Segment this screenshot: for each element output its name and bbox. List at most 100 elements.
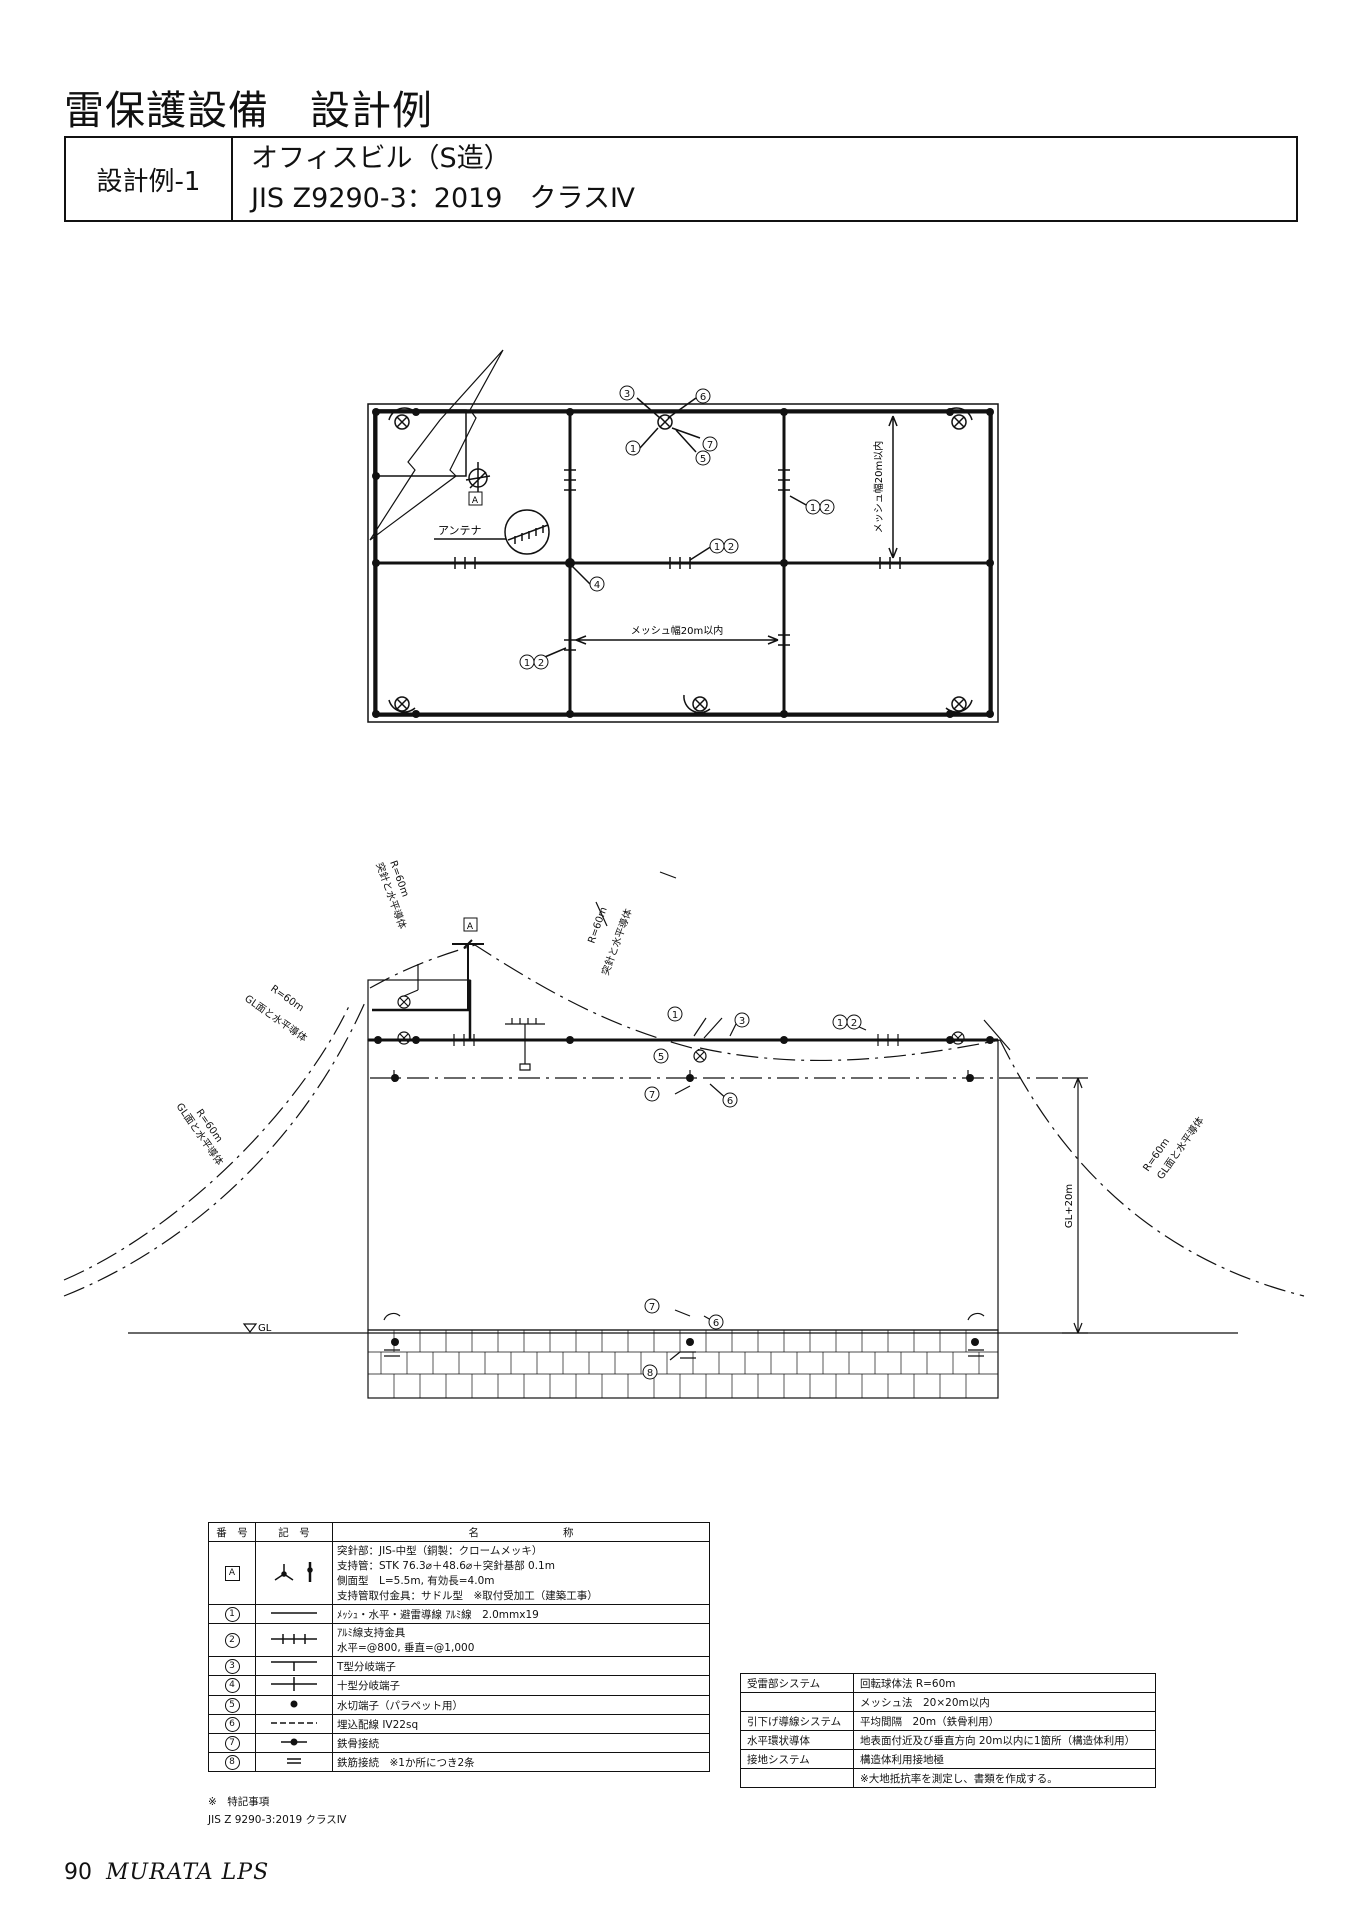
svg-text:7: 7 <box>649 1302 655 1313</box>
legend-desc-7: 鉄骨接続 <box>332 1733 710 1753</box>
brand-name: MURATA LPS <box>106 1860 270 1885</box>
legend-row-5: 5 水切端子（パラペット用） <box>208 1695 710 1715</box>
callout-plan-6: 6 <box>695 388 711 404</box>
legend-header-symbol: 記 号 <box>255 1522 333 1542</box>
callout-plan-5: 5 <box>695 450 711 466</box>
callout-plan-3: 3 <box>619 385 635 401</box>
terminal-bottom-mid <box>683 694 711 714</box>
system-row-2: メッシュ法 20×20m以内 <box>740 1692 1156 1712</box>
page-number: 90 <box>64 1860 92 1885</box>
rebar-connection-icon <box>287 1757 301 1764</box>
corner-terminal-br <box>945 696 973 713</box>
roof-terminal-left <box>397 1031 411 1045</box>
svg-text:7: 7 <box>649 1090 655 1101</box>
gl-label: GL <box>258 1323 272 1334</box>
gl-height-label: GL+20m <box>1064 1184 1075 1228</box>
cross-branch-terminal-icon <box>271 1677 317 1691</box>
mesh-width-horizontal-label: メッシュ幅20m以内 <box>631 624 723 637</box>
r60-left-a: R=60m <box>268 983 305 1014</box>
legend-row-2: 2 ｱﾙﾐ線支持金具 水平=@800, 垂直=@1,000 <box>208 1623 710 1657</box>
legend-symbol-air-terminal <box>255 1541 333 1605</box>
legend-row-6: 6 埋込配線 IV22sq <box>208 1714 710 1734</box>
legend-desc-5: 水切端子（パラペット用） <box>332 1695 710 1715</box>
svg-text:2: 2 <box>824 503 830 514</box>
callout-plan-2c: 2 <box>723 538 739 554</box>
svg-text:6: 6 <box>727 1096 733 1107</box>
legend-table: 番 号 記 号 名 称 A 突針部：JIS-中型（銅製：クロームメッキ） 支持管… <box>208 1522 710 1772</box>
callout-elev-5: 5 <box>653 1048 669 1064</box>
penthouse-outline <box>373 409 467 477</box>
svg-text:5: 5 <box>700 454 706 465</box>
legend-header-name: 名 称 <box>332 1522 710 1542</box>
legend-row-3: 3 T型分岐端子 <box>208 1656 710 1676</box>
svg-text:1: 1 <box>672 1010 678 1021</box>
legend-desc-6: 埋込配線 IV22sq <box>332 1714 710 1734</box>
example-header: 設計例-1 オフィスビル（S造） JIS Z9290-3：2019 クラスⅣ <box>64 136 1298 222</box>
building-body <box>367 1039 999 1331</box>
svg-text:2: 2 <box>851 1018 857 1029</box>
embedded-wiring-icon <box>271 1721 317 1724</box>
legend-row-8: 8 鉄筋接続 ※1か所につき2条 <box>208 1752 710 1772</box>
example-description: オフィスビル（S造） JIS Z9290-3：2019 クラスⅣ <box>233 138 1296 220</box>
roof-outline-outer <box>367 403 999 723</box>
mesh-width-vertical-label: メッシュ幅20m以内 <box>872 441 885 533</box>
legend-desc-1: ﾒｯｼｭ・水平・避雷導線 ｱﾙﾐ線 2.0mmx19 <box>332 1604 710 1624</box>
legend-header-number: 番 号 <box>208 1522 256 1542</box>
callout-elev-8: 8 <box>642 1364 658 1380</box>
corner-terminal-bl <box>388 696 416 713</box>
system-row-4: 水平環状導体地表面付近及び垂直方向 20m以内に1箇所（構造体利用） <box>740 1730 1156 1750</box>
roof-plan-drawing: 3 6 1 7 5 1 2 1 2 4 1 2 A アンテナ メッシュ幅20m以… <box>367 349 999 723</box>
parapet-terminal <box>397 995 411 1009</box>
elev-box-a: A <box>467 922 474 932</box>
example-label: 設計例-1 <box>66 138 233 220</box>
callout-plan-4: 4 <box>589 576 605 592</box>
callout-elev-3: 3 <box>734 1012 750 1028</box>
legend-row-a: A 突針部：JIS-中型（銅製：クロームメッキ） 支持管：STK 76.3⌀＋4… <box>208 1541 710 1605</box>
system-row-6: ※大地抵抗率を測定し、書類を作成する。 <box>740 1768 1156 1788</box>
svg-text:3: 3 <box>739 1016 745 1027</box>
callout-elev-1a: 1 <box>667 1006 683 1022</box>
page-footer: 90 MURATA LPS <box>64 1860 269 1885</box>
antenna-symbol <box>504 509 550 555</box>
svg-text:6: 6 <box>713 1318 719 1329</box>
corner-terminal-tl <box>388 407 416 430</box>
callout-elev-7a: 7 <box>644 1086 660 1102</box>
legend-desc-8: 鉄筋接続 ※1か所につき2条 <box>332 1752 710 1772</box>
roof-terminal-right <box>951 1031 965 1045</box>
page-title: 雷保護設備 設計例 <box>64 88 433 134</box>
legend-desc-4: 十型分岐端子 <box>332 1675 710 1696</box>
svg-text:1: 1 <box>630 444 636 455</box>
system-row-1: 受雷部システム回転球体法 R=60m <box>740 1673 1156 1693</box>
antenna-label: アンテナ <box>438 524 482 537</box>
elevation-drawing: 1 3 1 2 5 7 6 7 6 8 A GL GL+20m R=60m 突針… <box>63 859 1305 1399</box>
svg-text:1: 1 <box>714 542 720 553</box>
legend-desc-2: ｱﾙﾐ線支持金具 水平=@800, 垂直=@1,000 <box>332 1623 710 1657</box>
system-row-5: 接地システム構造体利用接地極 <box>740 1749 1156 1769</box>
plan-box-a: A <box>472 496 479 506</box>
svg-text:4: 4 <box>594 580 600 591</box>
t-branch-terminal-icon <box>271 1660 317 1671</box>
svg-text:7: 7 <box>707 440 713 451</box>
steel-connection-icon <box>281 1738 307 1745</box>
svg-text:6: 6 <box>700 392 706 403</box>
legend-row-4: 4 十型分岐端子 <box>208 1675 710 1696</box>
legend-desc-3: T型分岐端子 <box>332 1656 710 1676</box>
svg-text:3: 3 <box>624 389 630 400</box>
callout-elev-7b: 7 <box>644 1298 660 1314</box>
building-type: オフィスビル（S造） <box>251 143 511 174</box>
svg-text:1: 1 <box>810 503 816 514</box>
drip-terminal-icon <box>290 1700 298 1707</box>
callout-elev-1b: 1 <box>832 1014 848 1030</box>
rolling-sphere-right <box>999 1039 1305 1297</box>
rolling-sphere-roof <box>699 1039 1001 1062</box>
svg-text:5: 5 <box>658 1052 664 1063</box>
svg-text:1: 1 <box>524 658 530 669</box>
legend-row-7: 7 鉄骨接続 <box>208 1733 710 1753</box>
svg-text:2: 2 <box>728 542 734 553</box>
legend-num-a: A <box>208 1541 256 1605</box>
svg-text:2: 2 <box>538 658 544 669</box>
rolling-sphere-top <box>369 944 701 1051</box>
callout-plan-1a: 1 <box>625 440 641 456</box>
roof-terminal-mid <box>693 1049 707 1063</box>
legend-desc-a: 突針部：JIS-中型（銅製：クロームメッキ） 支持管：STK 76.3⌀＋48.… <box>332 1541 710 1605</box>
